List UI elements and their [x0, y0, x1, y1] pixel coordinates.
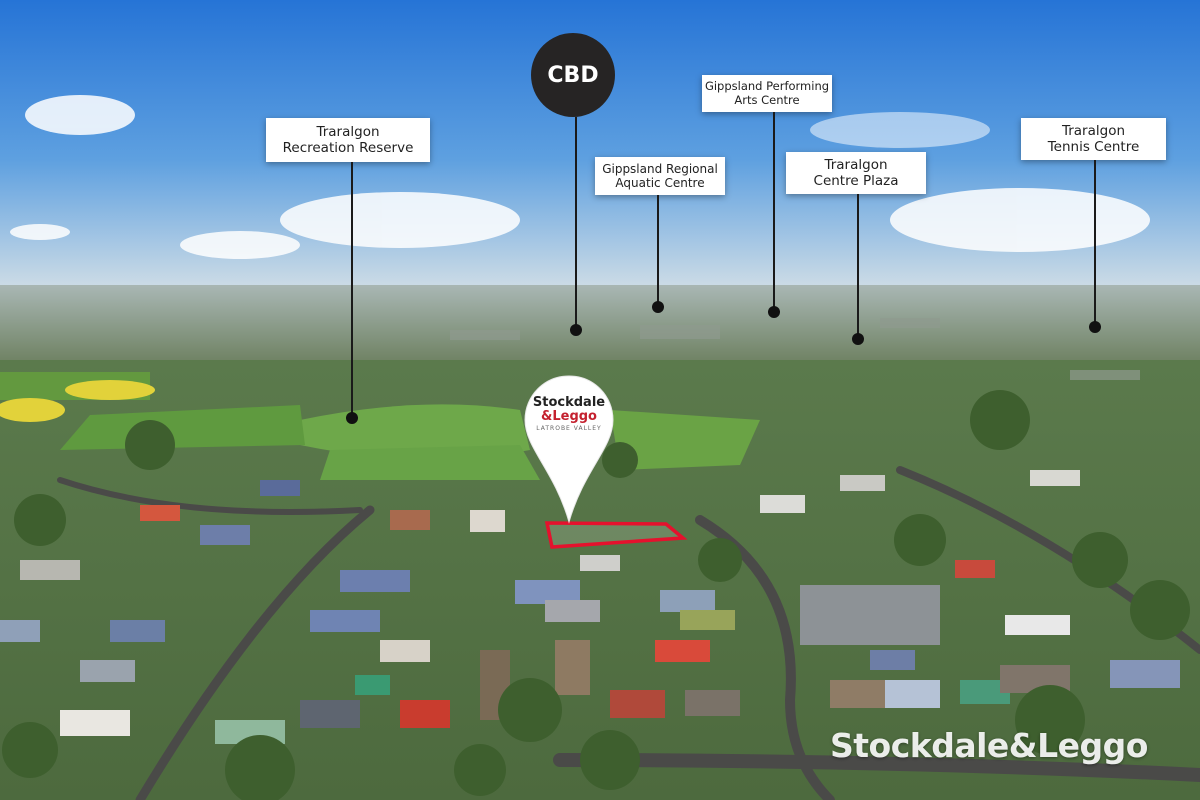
pin-region: LATROBE VALLEY [536, 425, 602, 433]
recreation-reserve-marker [346, 412, 358, 424]
distant-town [450, 318, 1140, 380]
aquatic-centre-leader-line [657, 195, 659, 305]
pin-brand-line1: Stockdale [532, 395, 606, 410]
recreation-reserve-line1: Traralgon [316, 123, 380, 140]
clouds [10, 95, 1150, 259]
tennis-centre-marker [1089, 321, 1101, 333]
centre-plaza-line2: Centre Plaza [813, 173, 899, 189]
pin-logo: Stockdale &Leggo LATROBE VALLEY [524, 396, 614, 432]
tennis-centre-label: Traralgon Tennis Centre [1021, 118, 1166, 160]
recreation-reserve-label: Traralgon Recreation Reserve [266, 118, 430, 162]
tennis-centre-leader-line [1094, 160, 1096, 324]
recreation-reserve-leader-line [351, 162, 353, 414]
tennis-centre-line1: Traralgon [1061, 122, 1126, 139]
centre-plaza-leader-line [857, 194, 859, 337]
tree-canopy [2, 390, 1190, 800]
aquatic-centre-label: Gippsland Regional Aquatic Centre [595, 157, 725, 195]
sports-field [320, 445, 540, 480]
horizon-haze [0, 285, 1200, 365]
yellow-trees [0, 380, 155, 422]
pin-brand-line2: &Leggo [541, 408, 597, 424]
performing-arts-leader-line [773, 112, 775, 308]
tennis-centre-line2: Tennis Centre [1047, 139, 1140, 155]
sports-field [60, 405, 305, 450]
brand-watermark: Stockdale&Leggo [830, 726, 1148, 765]
location-pin-icon [524, 375, 614, 524]
cbd-leader-line [575, 117, 577, 328]
property-boundary [544, 521, 688, 549]
performing-arts-label: Gippsland Performing Arts Centre [702, 75, 832, 112]
cbd-label: CBD [547, 62, 599, 88]
performing-arts-line2: Arts Centre [734, 92, 800, 107]
aquatic-centre-line1: Gippsland Regional [602, 161, 718, 176]
roads [57, 466, 1200, 800]
cbd-badge: CBD [531, 33, 615, 117]
sports-field [610, 410, 760, 470]
recreation-reserve-line2: Recreation Reserve [282, 140, 414, 156]
performing-arts-line1: Gippsland Performing [704, 78, 830, 93]
aquatic-centre-marker [652, 301, 664, 313]
centre-plaza-label: Traralgon Centre Plaza [786, 152, 926, 194]
centre-plaza-line1: Traralgon [824, 156, 888, 173]
aquatic-centre-line2: Aquatic Centre [615, 176, 705, 190]
centre-plaza-marker [852, 333, 864, 345]
performing-arts-marker [768, 306, 780, 318]
cbd-marker [570, 324, 582, 336]
